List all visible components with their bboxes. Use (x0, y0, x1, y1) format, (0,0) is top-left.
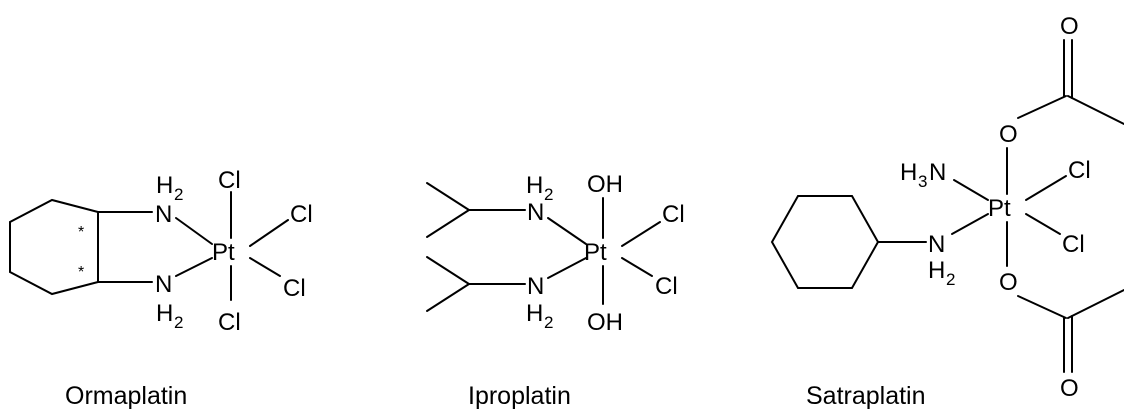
iproplatin-isopropyl-bot-methyl-2 (426, 283, 470, 312)
satraplatin-cl-upper-right: Cl (1068, 157, 1091, 184)
satraplatin-h3n-pt-bond (953, 179, 989, 201)
satraplatin-h: H (928, 257, 945, 284)
ormaplatin-cl-lower-right: Cl (283, 275, 306, 302)
iproplatin-sub-bot: 2 (544, 313, 553, 332)
ormaplatin-pt-cl-ur-bond (249, 219, 289, 247)
ormaplatin-n-top: N (155, 201, 172, 228)
satraplatin-o-c-top-bond (1017, 95, 1067, 119)
satraplatin-o-c-bot-bond (1017, 295, 1067, 319)
satraplatin-o-top: O (999, 121, 1018, 148)
satraplatin-sub-h: 2 (946, 270, 955, 289)
iproplatin-name: Iproplatin (468, 382, 571, 410)
satraplatin-name: Satraplatin (806, 382, 926, 410)
iproplatin-isopropyl-bot-methyl-1 (426, 256, 470, 285)
ormaplatin-cl-bottom: Cl (218, 309, 241, 336)
ormaplatin-n-pt-bot-bond (175, 257, 213, 277)
satraplatin-c-ch3-top-bond (1067, 95, 1124, 125)
iproplatin-pt-cl-ur-bond (621, 221, 661, 247)
iproplatin-pt: Pt (584, 239, 607, 266)
ormaplatin-n-pt-top-bond (175, 217, 213, 245)
iproplatin-sub-top: 2 (544, 185, 553, 204)
satraplatin-h3: H (900, 159, 917, 186)
iproplatin-n-pt-bot-bond (547, 257, 587, 279)
iproplatin-cl-lower-right: Cl (655, 273, 678, 300)
iproplatin-h-top: H (526, 172, 543, 199)
satraplatin-cl-lower-right: Cl (1062, 231, 1085, 258)
satraplatin-carbonyl-o-bottom: O (1060, 375, 1079, 402)
satraplatin-carbonyl-o-top: O (1060, 13, 1079, 40)
satraplatin-sub-h3: 3 (918, 172, 927, 191)
iproplatin-n-bot: N (527, 273, 544, 300)
ormaplatin-n-bot: N (155, 271, 172, 298)
iproplatin-n-top: N (527, 199, 544, 226)
satraplatin-pt-cl-ur-bond (1025, 175, 1067, 201)
satraplatin-n-h3: N (929, 159, 946, 186)
compound-satraplatin: H 3 N Pt N H 2 O O O O Cl Cl Satraplatin (770, 13, 1124, 410)
ormaplatin-sub-bot: 2 (174, 313, 183, 332)
ormaplatin-h-bot: H (156, 300, 173, 327)
satraplatin-cyclohexane-ring (770, 195, 880, 289)
ormaplatin-pt-cl-lr-bond (249, 257, 281, 277)
iproplatin-isopropyl-top-methyl-1 (426, 182, 470, 211)
ormaplatin-pt: Pt (212, 239, 235, 266)
ormaplatin-h-top: H (156, 172, 173, 199)
satraplatin-pt-cl-lr-bond (1025, 213, 1061, 235)
compound-iproplatin: H 2 N Pt N H 2 OH Cl Cl OH Iproplatin (426, 171, 685, 410)
satraplatin-c-ch3-bot-bond (1067, 289, 1124, 319)
iproplatin-isopropyl-top-methyl-2 (426, 209, 470, 238)
ormaplatin-name: Ormaplatin (65, 382, 187, 410)
satraplatin-o-bottom: O (999, 269, 1018, 296)
iproplatin-oh-top: OH (587, 171, 623, 198)
satraplatin-n-pt-bond (951, 213, 989, 235)
satraplatin-n: N (928, 231, 945, 258)
ormaplatin-stereo-star-1: * (78, 224, 84, 241)
ormaplatin-cl-upper-right: Cl (290, 201, 313, 228)
ormaplatin-cl-top: Cl (218, 167, 241, 194)
iproplatin-n-pt-top-bond (547, 217, 587, 245)
iproplatin-cl-upper-right: Cl (662, 201, 685, 228)
iproplatin-h-bot: H (526, 300, 543, 327)
satraplatin-pt: Pt (988, 195, 1011, 222)
iproplatin-oh-bottom: OH (587, 309, 623, 336)
ormaplatin-sub-top: 2 (174, 185, 183, 204)
ormaplatin-cyclohexane-ring (9, 198, 99, 296)
ormaplatin-stereo-star-2: * (78, 264, 84, 281)
iproplatin-pt-cl-lr-bond (621, 257, 653, 277)
compound-ormaplatin: * * H 2 N Pt N H 2 Cl Cl Cl Cl Ormaplati… (9, 167, 313, 410)
